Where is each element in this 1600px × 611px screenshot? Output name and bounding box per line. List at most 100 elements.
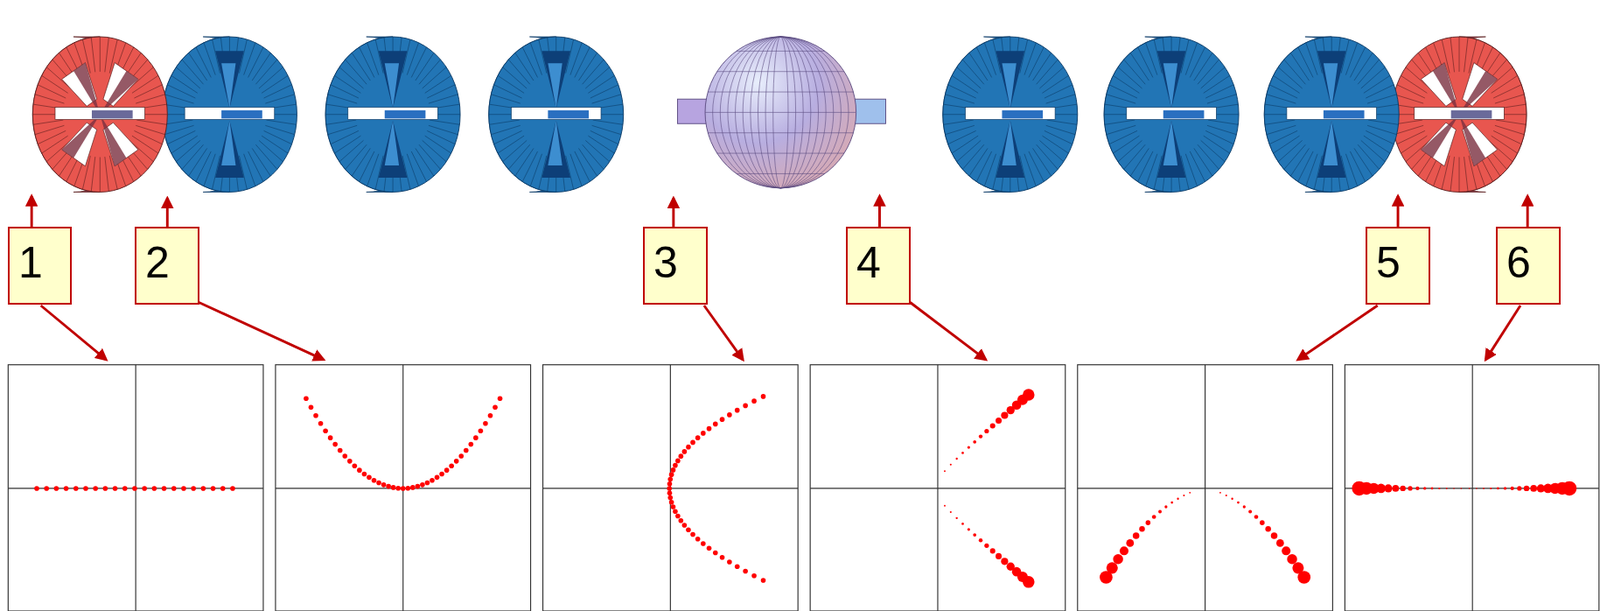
face-segment: [1207, 94, 1237, 104]
beam-aperture: [1001, 110, 1043, 119]
face-segment: [164, 94, 194, 104]
face-segment: [330, 130, 359, 144]
face-segment: [1284, 59, 1306, 84]
face-segment: [1495, 94, 1524, 104]
face-segment: [135, 94, 165, 104]
face-segment: [367, 42, 379, 76]
face-segment: [104, 156, 110, 192]
face-segment: [426, 130, 455, 144]
beam-dot: [1392, 484, 1400, 492]
face-segment: [951, 75, 979, 93]
leader-arrow: [909, 301, 986, 359]
beam-dot: [328, 434, 334, 441]
beam-dot: [322, 427, 329, 434]
beam-dot: [956, 457, 958, 460]
beam-dot: [984, 543, 989, 548]
beam-dot: [961, 522, 965, 525]
beam-dot: [454, 458, 460, 464]
face-segment: [37, 130, 66, 144]
beam-dot: [667, 495, 673, 501]
beam-dot: [210, 485, 217, 491]
beam-dot: [371, 477, 378, 483]
face-segment: [345, 59, 367, 84]
leader-arrow: [704, 305, 743, 360]
face-segment: [984, 153, 996, 187]
callout-number: 6: [1497, 228, 1559, 285]
beam-dot: [448, 462, 455, 469]
quadrupole-magnet: [1103, 36, 1239, 192]
beam-dot: [492, 404, 498, 410]
beam-dot: [1119, 545, 1129, 555]
face-segment: [328, 125, 357, 134]
beam-dot: [1225, 494, 1228, 497]
beam-dot: [678, 453, 685, 459]
leader-arrow: [166, 197, 169, 227]
face-segment: [1130, 52, 1149, 81]
face-segment: [1024, 42, 1036, 76]
beam-dot: [695, 536, 701, 542]
face-segment: [164, 125, 194, 134]
face-segment: [1185, 42, 1197, 76]
beam-dot: [1510, 486, 1515, 490]
beam-dot: [132, 485, 138, 491]
face-segment: [171, 75, 198, 93]
face-segment: [585, 139, 609, 161]
beam-dot: [73, 485, 79, 491]
face-segment: [592, 94, 622, 104]
face-segment: [1345, 42, 1357, 76]
beam-dot: [1022, 575, 1035, 588]
face-segment: [406, 153, 419, 187]
beam-dot: [1000, 411, 1008, 419]
beam-dot: [943, 504, 946, 507]
beam-dot: [950, 510, 952, 513]
beam-dot: [1145, 519, 1152, 525]
beam-dot: [734, 563, 741, 569]
face-segment: [1194, 147, 1213, 176]
face-segment: [37, 84, 66, 98]
beam-dot: [967, 445, 971, 448]
beam-dot: [978, 433, 983, 438]
beam-dot: [700, 540, 706, 546]
sphere-body: [705, 36, 857, 189]
face-segment: [587, 75, 615, 93]
beam-dot: [685, 444, 692, 450]
face-segment: [367, 153, 379, 187]
face-segment: [428, 125, 458, 134]
beam-aperture: [91, 110, 133, 119]
beam-dot: [1400, 485, 1406, 491]
beam-aperture: [221, 110, 263, 119]
face-segment: [1109, 84, 1138, 98]
beam-dot: [690, 440, 696, 446]
face-segment: [530, 42, 542, 76]
face-segment: [1345, 153, 1357, 187]
callout-box: 2: [134, 226, 200, 305]
face-segment: [1185, 153, 1197, 187]
face-segment: [1130, 147, 1149, 176]
beam-dot: [400, 485, 406, 491]
beam-dot: [734, 407, 741, 413]
beam-dot: [1562, 481, 1578, 497]
face-segment: [582, 144, 604, 169]
face-segment: [1495, 125, 1524, 134]
face-segment: [508, 144, 530, 169]
face-segment: [422, 67, 447, 89]
beam-dot: [63, 485, 70, 491]
beam-dot: [1170, 501, 1174, 504]
face-segment: [1450, 37, 1455, 73]
beam-aperture: [55, 107, 146, 120]
beam-dot: [410, 484, 416, 490]
beam-dot: [675, 513, 681, 519]
sphere-parallel: [736, 50, 825, 52]
sphere-parallel: [707, 132, 853, 133]
face-segment: [265, 125, 294, 134]
beam-dot: [682, 448, 688, 455]
leader-arrow: [30, 195, 34, 227]
beam-dot: [719, 416, 726, 422]
beam-dot: [695, 434, 701, 441]
beam-dot: [670, 467, 677, 473]
beam-dot: [181, 485, 187, 491]
beam-dot: [419, 482, 426, 488]
beam-dot: [1182, 494, 1185, 497]
face-segment: [419, 59, 441, 84]
beam-dot: [190, 485, 196, 491]
